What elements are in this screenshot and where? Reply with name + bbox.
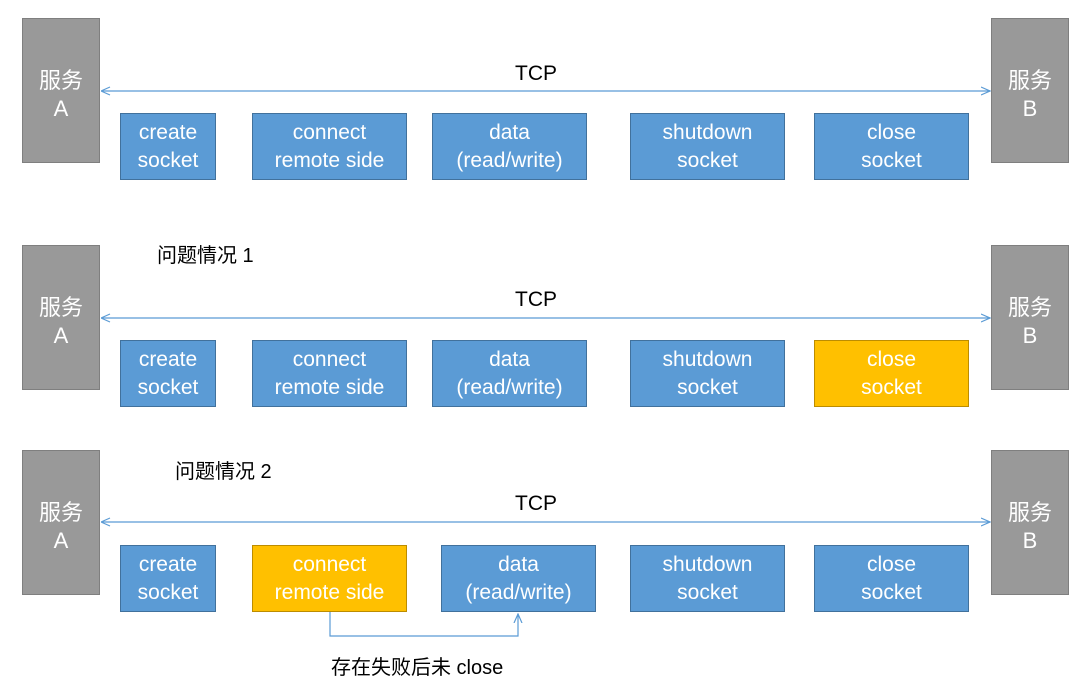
step-line1: shutdown <box>662 552 753 576</box>
service-b-label: 服务 <box>1007 295 1052 320</box>
tcp-label-row1: TCP <box>515 62 557 85</box>
step-line1: connect <box>292 552 367 576</box>
step-line1: close <box>866 552 917 576</box>
step-line2: socket <box>677 375 738 399</box>
step-connect-remote-side-highlighted: connect remote side <box>252 545 407 612</box>
tcp-label-row2: TCP <box>515 288 557 311</box>
step-line2: socket <box>137 148 199 172</box>
step-line2: socket <box>861 375 922 399</box>
step-line2: (read/write) <box>456 148 563 172</box>
step-close-socket-highlighted: close socket <box>814 340 969 407</box>
service-a-label: 服务 <box>38 68 83 93</box>
step-line1: connect <box>292 347 367 371</box>
step-connect-remote-side: connect remote side <box>252 340 407 407</box>
service-a-id: A <box>53 96 69 121</box>
step-line1: connect <box>292 120 367 144</box>
step-line1: create <box>138 552 198 576</box>
service-a-label: 服务 <box>38 500 83 525</box>
failure-skip-arrow <box>329 612 518 637</box>
step-line2: socket <box>861 580 922 604</box>
step-create-socket: create socket <box>120 113 216 180</box>
service-b-id: B <box>1022 528 1038 553</box>
step-connect-remote-side: connect remote side <box>252 113 407 180</box>
step-line2: (read/write) <box>465 580 572 604</box>
step-data-read-write: data (read/write) <box>432 340 587 407</box>
service-b-box-row1: 服务 B <box>991 18 1069 163</box>
step-line1: close <box>866 347 917 371</box>
step-line1: shutdown <box>662 347 753 371</box>
step-shutdown-socket: shutdown socket <box>630 113 785 180</box>
service-b-box-row2: 服务 B <box>991 245 1069 390</box>
step-line2: (read/write) <box>456 375 563 399</box>
step-line2: remote side <box>274 375 385 399</box>
service-b-id: B <box>1022 323 1038 348</box>
step-line2: socket <box>861 148 922 172</box>
step-line1: close <box>866 120 917 144</box>
service-b-id: B <box>1022 96 1038 121</box>
step-create-socket: create socket <box>120 340 216 407</box>
step-line1: create <box>138 120 198 144</box>
step-create-socket: create socket <box>120 545 216 612</box>
step-line1: data <box>489 347 530 371</box>
step-line1: shutdown <box>662 120 753 144</box>
step-line2: socket <box>137 580 199 604</box>
tcp-label-row3: TCP <box>515 492 557 515</box>
service-a-box-row3: 服务 A <box>22 450 100 595</box>
step-close-socket: close socket <box>814 113 969 180</box>
step-line1: create <box>138 347 198 371</box>
step-line2: socket <box>677 148 738 172</box>
step-line2: remote side <box>274 148 385 172</box>
service-a-box-row1: 服务 A <box>22 18 100 163</box>
step-shutdown-socket: shutdown socket <box>630 545 785 612</box>
step-line2: socket <box>137 375 199 399</box>
step-close-socket: close socket <box>814 545 969 612</box>
step-data-read-write: data (read/write) <box>441 545 596 612</box>
step-line1: data <box>489 120 530 144</box>
caption-problem-case-1: 问题情况 1 <box>157 245 254 267</box>
service-b-label: 服务 <box>1007 500 1052 525</box>
service-a-label: 服务 <box>38 295 83 320</box>
step-line2: remote side <box>274 580 385 604</box>
step-line1: data <box>498 552 539 576</box>
service-a-box-row2: 服务 A <box>22 245 100 390</box>
service-a-id: A <box>53 528 69 553</box>
service-b-box-row3: 服务 B <box>991 450 1069 595</box>
service-a-id: A <box>53 323 69 348</box>
step-line2: socket <box>677 580 738 604</box>
service-b-label: 服务 <box>1007 68 1052 93</box>
caption-problem-case-2: 问题情况 2 <box>175 461 272 483</box>
step-shutdown-socket: shutdown socket <box>630 340 785 407</box>
step-data-read-write: data (read/write) <box>432 113 587 180</box>
failure-note: 存在失败后未 close <box>331 657 504 679</box>
